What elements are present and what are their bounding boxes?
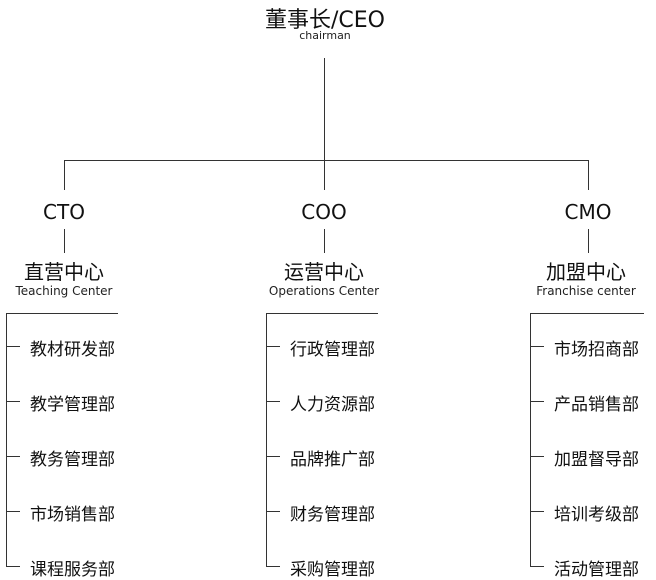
dept-tick [530,401,544,402]
department-item: 采购管理部 [290,560,375,580]
branch-bar [64,160,588,161]
department-item: 财务管理部 [290,505,375,525]
exec-label: CMO [564,200,612,224]
dept-tick [6,456,20,457]
dept-list-top [530,313,644,314]
dept-tick [530,456,544,457]
department-item: 品牌推广部 [290,450,375,470]
department-item: 人力资源部 [290,395,375,415]
exec-connector [324,229,325,253]
department-item: 教材研发部 [30,340,115,360]
center-name: 加盟中心 [546,260,626,284]
department-item: 培训考级部 [554,505,639,525]
dept-list-top [6,313,118,314]
center-name: 运营中心 [284,260,364,284]
dept-tick [6,511,20,512]
department-item: 课程服务部 [30,560,115,580]
dept-list-spine [6,313,7,567]
exec-label: COO [301,200,347,224]
exec-connector [588,229,589,253]
dept-tick [266,511,280,512]
dept-tick [6,401,20,402]
exec-label: CTO [43,200,85,224]
department-item: 市场招商部 [554,340,639,360]
department-item: 教务管理部 [30,450,115,470]
department-item: 活动管理部 [554,560,639,580]
center-name: 直营中心 [24,260,104,284]
root-subtitle: chairman [299,29,351,42]
dept-tick [530,566,544,567]
branch-drop-3 [588,160,589,190]
branch-drop-2 [324,160,325,190]
branch-drop-1 [64,160,65,190]
center-english-name: Operations Center [268,284,380,298]
dept-tick [266,401,280,402]
center-english-name: Franchise center [536,284,636,298]
department-item: 市场销售部 [30,505,115,525]
dept-tick [6,566,20,567]
dept-list-spine [530,313,531,567]
dept-tick [266,456,280,457]
dept-tick [6,346,20,347]
dept-list-top [266,313,378,314]
center-english-name: Teaching Center [15,284,113,298]
dept-tick [530,511,544,512]
dept-tick [266,346,280,347]
dept-list-spine [266,313,267,567]
exec-connector [64,229,65,253]
department-item: 行政管理部 [290,340,375,360]
root-connector [324,58,325,161]
department-item: 产品销售部 [554,395,639,415]
department-item: 教学管理部 [30,395,115,415]
department-item: 加盟督导部 [554,450,639,470]
dept-tick [266,566,280,567]
root-title: 董事长/CEO [265,8,385,33]
dept-tick [530,346,544,347]
